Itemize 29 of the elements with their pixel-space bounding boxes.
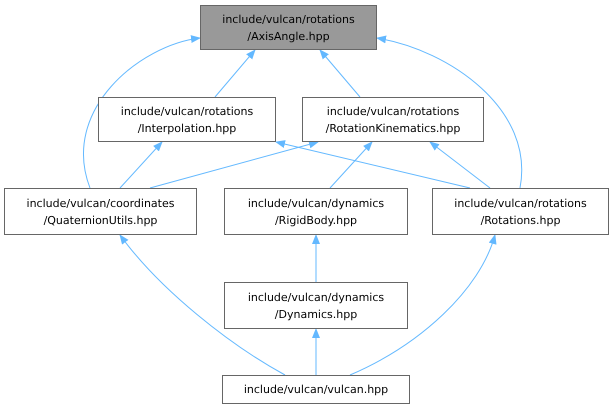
arrow <box>214 49 256 98</box>
arrow <box>120 141 163 188</box>
file-box <box>224 282 408 329</box>
file-box <box>222 375 410 404</box>
arrow <box>319 49 360 98</box>
file-path: include/vulcan/coordinates /QuaternionUtils.hpp <box>26 196 176 228</box>
file-path: include/vulcan/dynamics /RigidBody.hpp <box>246 196 386 228</box>
arrow <box>312 328 320 376</box>
file-path: include/vulcan/rotations /AxisAngle.hpp <box>221 12 356 44</box>
file-box <box>432 188 609 235</box>
file-path: include/vulcan/dynamics /Dynamics.hpp <box>246 290 386 322</box>
arrow <box>150 140 319 188</box>
arrow <box>119 234 286 376</box>
arrow <box>350 234 496 376</box>
file-path: include/vulcan/rotations /RotationKinematics.hpp <box>324 104 462 136</box>
file-box <box>200 5 377 50</box>
file-box <box>224 188 408 235</box>
arrow <box>83 36 201 188</box>
file-path: include/vulcan/rotations /Interpolation.hpp <box>120 104 254 136</box>
arrow <box>330 141 373 188</box>
arrow <box>312 234 320 282</box>
arrow <box>376 36 522 188</box>
file-box <box>98 97 276 142</box>
file-path: include/vulcan/rotations /Rotations.hpp <box>453 196 588 228</box>
arrow <box>429 141 490 188</box>
file-path: include/vulcan/vulcan.hpp <box>244 382 388 398</box>
file-box <box>4 188 197 235</box>
file-box <box>302 97 484 142</box>
arrow <box>275 140 470 188</box>
